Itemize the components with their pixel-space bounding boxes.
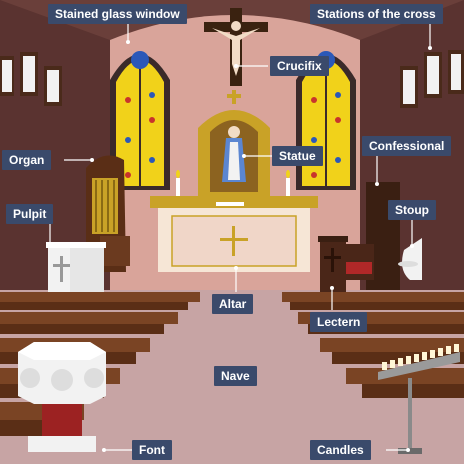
altar [150, 170, 318, 272]
votive-candles [382, 344, 459, 370]
label-candles: Candles [310, 440, 371, 460]
stoup [398, 238, 422, 280]
stained-glass-window-left [110, 51, 170, 190]
stations-of-the-cross-left [0, 52, 62, 106]
candle-stand [378, 344, 460, 454]
label-font: Font [132, 440, 172, 460]
baptismal-font [18, 342, 106, 452]
pulpit [46, 242, 106, 294]
label-stained-glass-window: Stained glass window [48, 4, 187, 24]
statue-figure [222, 126, 246, 182]
label-nave: Nave [214, 366, 257, 386]
label-altar: Altar [212, 294, 254, 314]
label-crucifix: Crucifix [270, 56, 329, 76]
statue-niche [198, 90, 270, 196]
lectern [318, 236, 348, 292]
label-pulpit: Pulpit [6, 204, 54, 224]
label-confessional: Confessional [362, 136, 452, 156]
label-organ: Organ [2, 150, 52, 170]
label-stations-of-the-cross: Stations of the cross [310, 4, 443, 24]
stations-of-the-cross-right [400, 50, 464, 108]
label-lectern: Lectern [310, 312, 368, 332]
label-statue: Statue [272, 146, 323, 166]
leader-lines [48, 22, 432, 452]
label-stoup: Stoup [388, 200, 436, 220]
